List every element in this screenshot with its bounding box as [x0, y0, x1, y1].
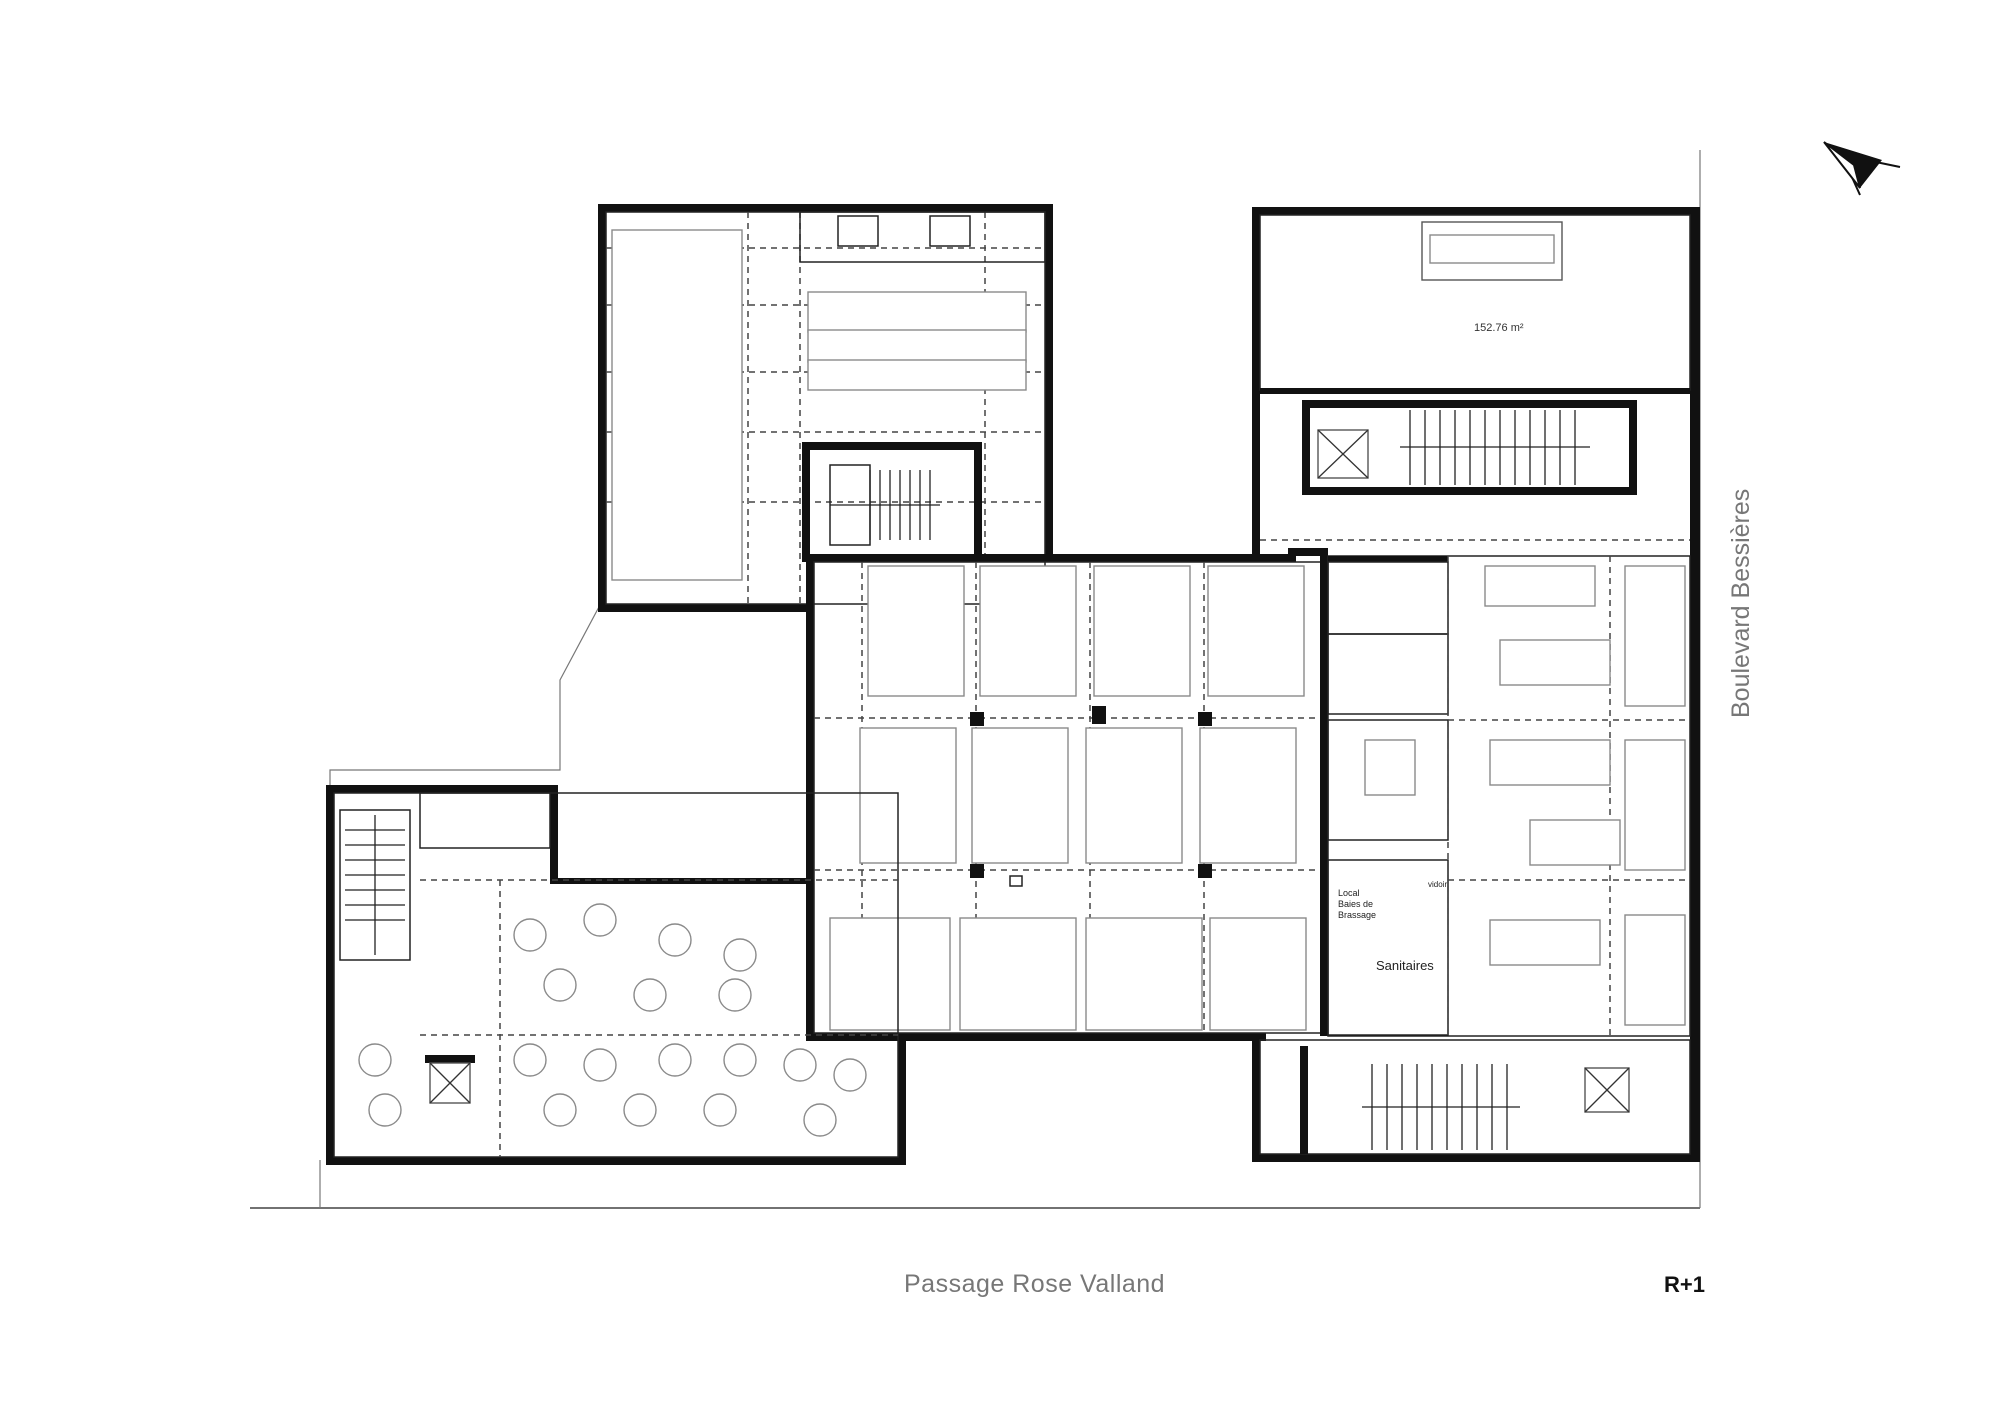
room-label-sanitaires: Sanitaires: [1376, 958, 1434, 973]
workstations-northwest: [611, 229, 1027, 581]
block-east: [1320, 555, 1691, 1037]
workstations-central: [829, 565, 1307, 1031]
area-label: 152.76 m²: [1474, 322, 1524, 334]
block-southwest: [326, 785, 906, 1165]
street-label-right: Boulevard Bessières: [1727, 488, 1755, 718]
room-label-local-line2: Baies de: [1338, 899, 1374, 909]
block-northeast: [1252, 207, 1700, 1162]
street-name-passage-rose-valland: Passage Rose Valland: [904, 1270, 1166, 1298]
room-label-vidoir: vidoir: [1428, 880, 1448, 889]
level-label: R+1: [1664, 1272, 1705, 1297]
block-southeast: [1252, 1039, 1700, 1162]
room-label-local-line3: Brassage: [1338, 910, 1377, 920]
room-label-local-line1: Local: [1338, 888, 1360, 898]
north-arrow-icon: [1823, 141, 1901, 196]
